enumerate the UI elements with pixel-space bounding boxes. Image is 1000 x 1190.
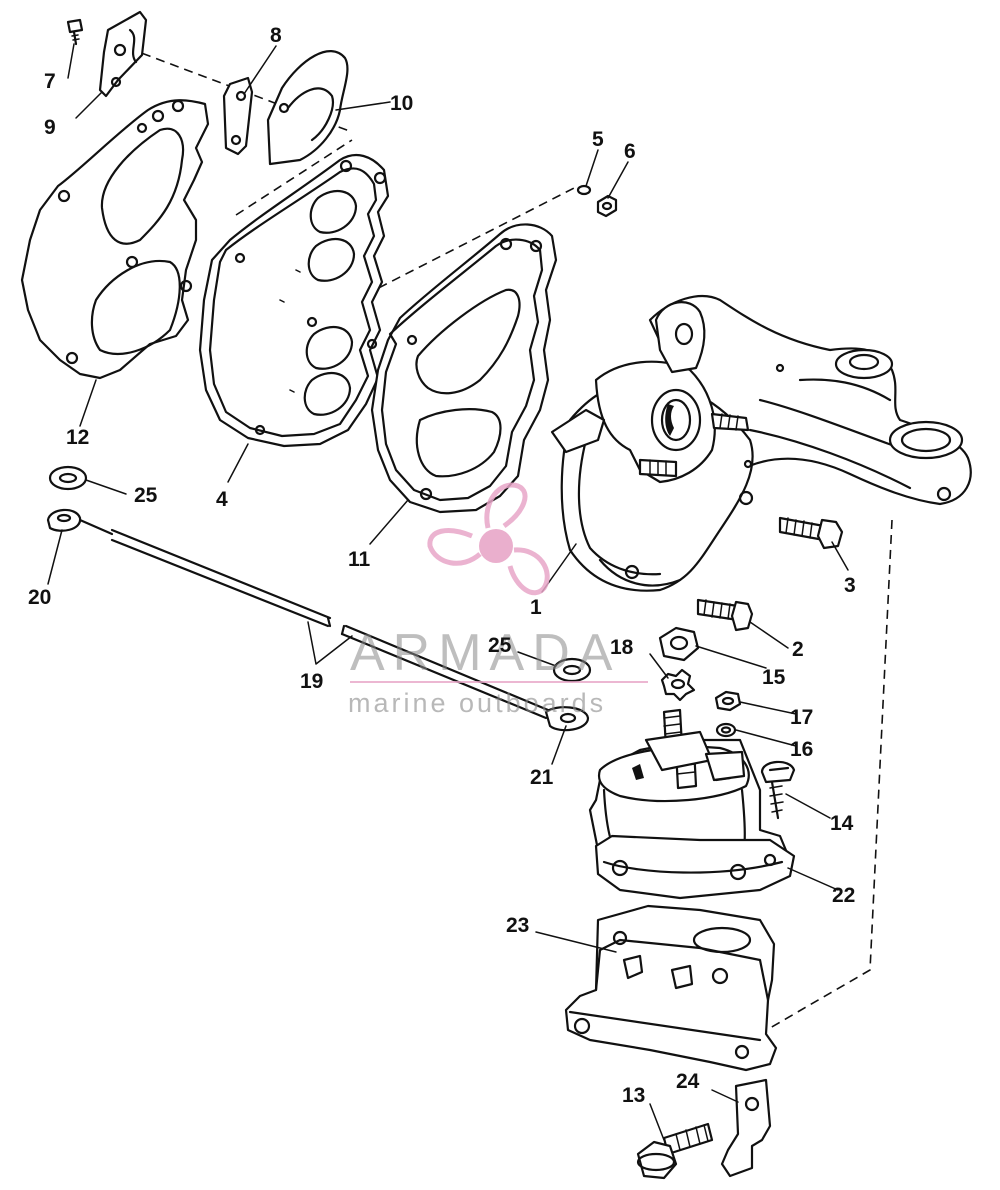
callout-15: 15 xyxy=(762,666,786,689)
callout-17: 17 xyxy=(790,706,813,729)
part-3-bolt xyxy=(778,516,844,550)
callout-25-lower: 25 xyxy=(488,634,512,657)
callout-18: 18 xyxy=(610,636,634,659)
part-2-bolt xyxy=(696,598,754,632)
callout-21: 21 xyxy=(530,766,554,789)
part-15-nut xyxy=(658,626,700,662)
part-18-star-washer xyxy=(660,668,696,702)
propeller-icon xyxy=(427,482,550,596)
callout-14: 14 xyxy=(830,812,854,835)
callout-1: 1 xyxy=(530,596,542,619)
callout-23: 23 xyxy=(506,914,529,937)
part-4-adapter-plate xyxy=(198,153,390,448)
watermark: ARMADA marine outboards xyxy=(348,482,648,718)
part-9-plate xyxy=(98,10,148,98)
part-16-lock-washer xyxy=(715,722,737,738)
callout-9: 9 xyxy=(44,116,56,139)
part-11-gasket xyxy=(370,223,558,514)
callout-labels: 1 2 3 4 5 6 7 8 9 10 11 12 13 14 15 16 1… xyxy=(28,24,856,1107)
part-7-screw xyxy=(66,18,84,46)
leader-lines xyxy=(47,43,849,1141)
callout-2: 2 xyxy=(792,638,804,661)
part-14-screw xyxy=(760,760,796,820)
part-10-gasket xyxy=(266,50,349,166)
part-6-nut xyxy=(596,194,618,218)
part-24-clip xyxy=(720,1078,772,1178)
part-1-exhaust-housing-bracket xyxy=(550,295,972,592)
part-8-plate xyxy=(222,76,254,156)
callout-25-upper: 25 xyxy=(134,484,158,507)
part-23-mounting-bracket xyxy=(564,904,778,1072)
callout-20: 20 xyxy=(28,586,51,609)
callout-3: 3 xyxy=(844,574,856,597)
part-20-lead-wire xyxy=(46,508,332,628)
part-17-nut xyxy=(714,690,742,712)
callout-11: 11 xyxy=(348,548,371,571)
part-13-flange-bolt xyxy=(636,1122,714,1180)
watermark-brand: ARMADA xyxy=(350,624,620,682)
part-22-solenoid xyxy=(588,708,796,900)
callout-6: 6 xyxy=(624,140,636,163)
callout-8: 8 xyxy=(270,24,282,47)
part-25-washer-upper xyxy=(48,465,88,491)
callout-16: 16 xyxy=(790,738,813,761)
callout-7: 7 xyxy=(44,70,56,93)
callout-22: 22 xyxy=(832,884,855,907)
callout-4: 4 xyxy=(216,488,228,511)
callout-24: 24 xyxy=(676,1070,700,1093)
part-5-lock-washer xyxy=(576,184,592,196)
callout-13: 13 xyxy=(622,1084,645,1107)
callout-5: 5 xyxy=(592,128,604,151)
callout-10: 10 xyxy=(390,92,413,115)
callout-12: 12 xyxy=(66,426,89,449)
callout-19: 19 xyxy=(300,670,323,693)
part-21-lead-wire xyxy=(340,624,590,732)
watermark-tagline: marine outboards xyxy=(348,688,606,718)
part-12-gasket xyxy=(20,99,210,380)
